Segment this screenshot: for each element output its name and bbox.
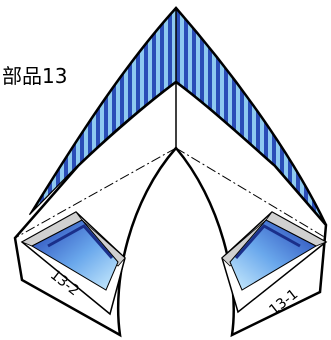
- window-13-1: [221, 211, 328, 314]
- guide-line-right: [175, 147, 327, 239]
- window-13-2: [20, 211, 126, 316]
- guide-line-left: [14, 147, 177, 239]
- part-title: 部品13: [2, 64, 68, 88]
